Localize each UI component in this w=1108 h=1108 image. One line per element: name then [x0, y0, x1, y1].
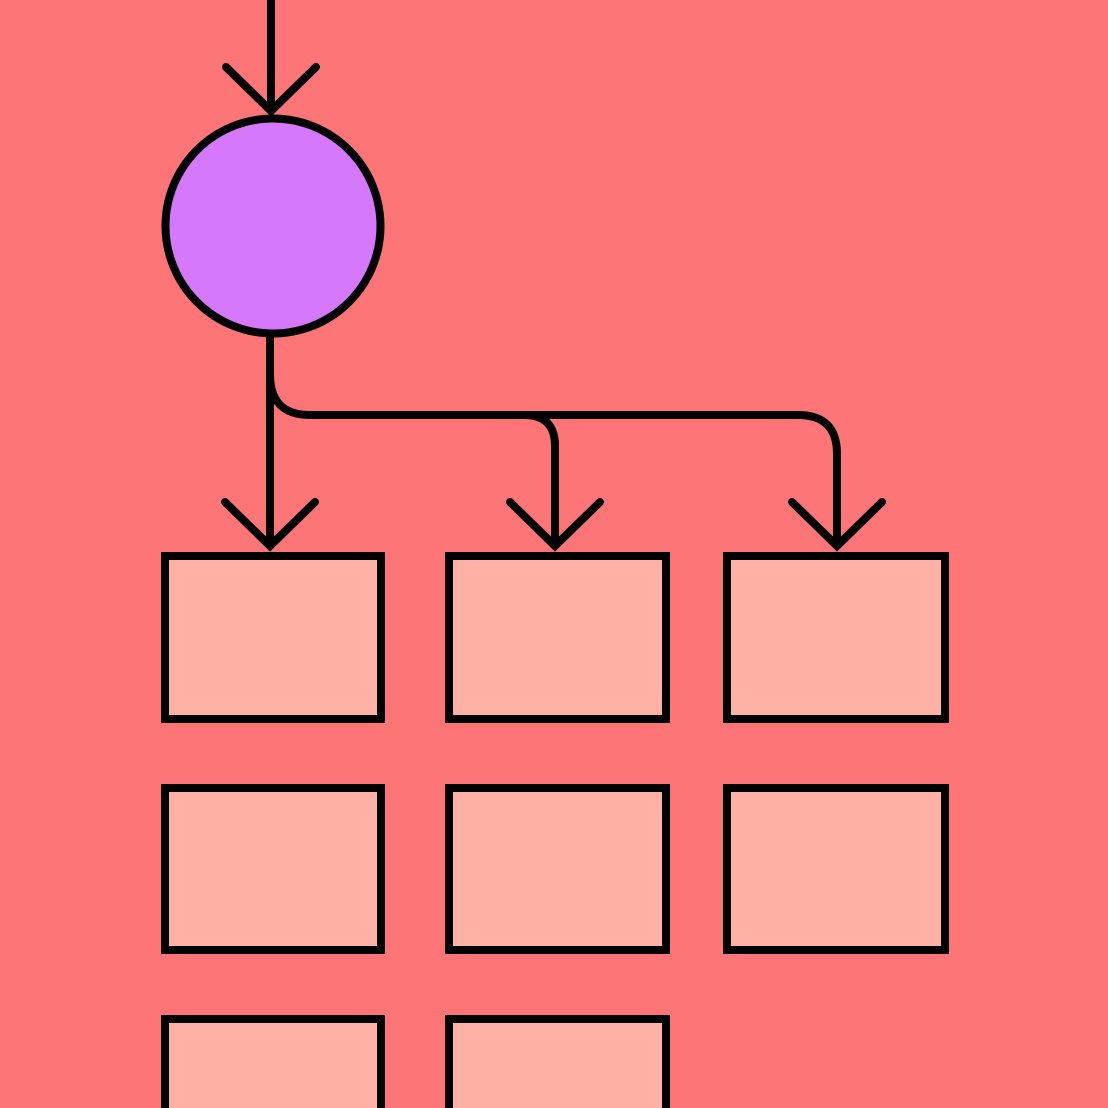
grid-box-r3-c2	[445, 1015, 670, 1108]
branch-to-box2-shaft	[520, 411, 559, 544]
box-grid	[161, 552, 949, 1108]
grid-box-r1-c1	[161, 552, 385, 723]
box1-arrowhead-icon	[221, 498, 319, 552]
incoming-arrowhead-icon	[222, 63, 320, 117]
grid-box-r3-c1	[161, 1015, 385, 1108]
grid-box-r2-c1	[161, 784, 385, 954]
grid-box-r2-c2	[445, 784, 670, 954]
grid-box-r1-c3	[723, 552, 949, 723]
box3-arrowhead-icon	[788, 498, 886, 552]
branch-connector	[266, 370, 841, 544]
connector-layer	[161, 0, 886, 552]
root-node-circle	[161, 114, 385, 338]
grid-box-r2-c3	[723, 784, 949, 954]
box2-arrowhead-icon	[506, 498, 604, 552]
grid-box-r1-c2	[445, 552, 670, 723]
